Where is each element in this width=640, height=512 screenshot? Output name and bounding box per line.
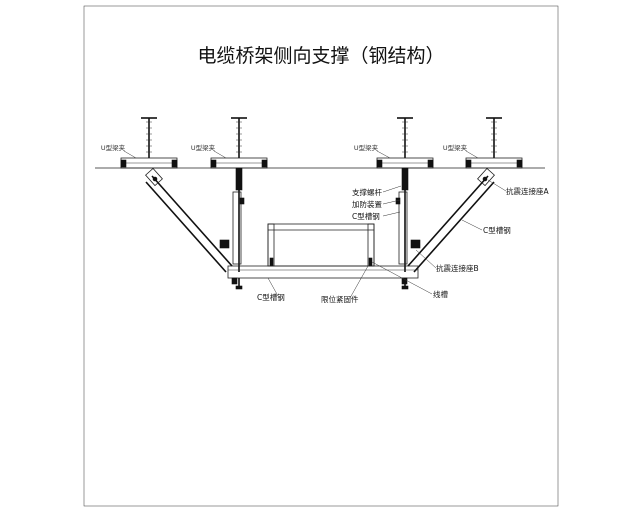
label-seismic-connector-a: 抗震连接座A: [506, 186, 549, 196]
bottom-c-channel: [227, 265, 419, 290]
beam-clamp-label-2: U型梁夹: [191, 143, 216, 152]
label-cable-tray: 线槽: [433, 289, 448, 299]
i-beam-2: [210, 117, 268, 169]
label-c-channel-small: C型槽钢: [352, 211, 380, 221]
right-diagonal-brace: [407, 167, 495, 273]
i-beam-3: [376, 117, 434, 169]
label-reinforcement: 加防装置: [352, 199, 382, 209]
beam-clamp-label-4: U型梁夹: [443, 143, 468, 152]
page-title: 电缆桥架侧向支撑（钢结构）: [197, 45, 444, 67]
label-limit-fastener: 限位紧固件: [321, 294, 359, 304]
right-support-rod: [395, 167, 409, 272]
label-c-channel-bottom: C型槽钢: [257, 292, 285, 302]
label-support-rod: 支撑螺杆: [352, 187, 382, 197]
beam-clamp-label-1: U型梁夹: [101, 143, 126, 152]
cable-tray: [267, 223, 375, 267]
left-diagonal-brace: [145, 167, 233, 273]
label-c-channel-right: C型槽钢: [483, 225, 511, 235]
i-beam-4: [465, 117, 523, 169]
label-seismic-connector-b: 抗震连接座B: [436, 263, 479, 273]
left-support-rod: [232, 167, 245, 272]
beam-clamp-label-3: U型梁夹: [354, 143, 379, 152]
drawing-frame: [83, 5, 559, 507]
i-beam-1: [120, 117, 178, 169]
